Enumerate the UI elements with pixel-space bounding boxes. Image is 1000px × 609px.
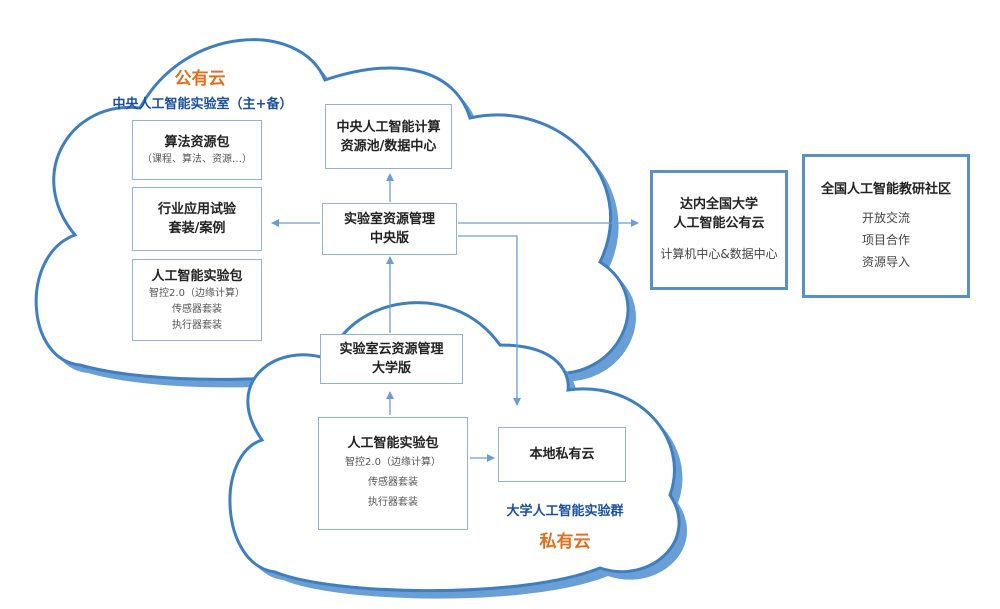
public-ai-lab-pack-item: 智控2.0（边缘计算） bbox=[149, 287, 245, 299]
univ-resource-mgmt-line1: 实验室云资源管理 bbox=[339, 342, 444, 357]
compute-pool-box: 中央人工智能计算 资源池/数据中心 bbox=[325, 104, 452, 169]
community-box: 全国人工智能教研社区 开放交流 项目合作 资源导入 bbox=[802, 154, 970, 298]
community-item: 资源导入 bbox=[861, 254, 910, 269]
community-item: 项目合作 bbox=[861, 232, 910, 247]
national-cloud-detail: 计算机中心&数据中心 bbox=[660, 247, 778, 261]
local-private-cloud-box: 本地私有云 bbox=[498, 427, 626, 482]
local-private-cloud-title: 本地私有云 bbox=[529, 447, 595, 462]
public-ai-lab-pack-item: 执行器套装 bbox=[172, 319, 222, 331]
private-ai-lab-pack-item: 智控2.0（边缘计算） bbox=[345, 457, 441, 468]
private-ai-lab-pack-box: 人工智能实验包 智控2.0（边缘计算） 传感器套装 执行器套装 bbox=[318, 417, 468, 530]
private-cloud-subtitle: 大学人工智能实验群 bbox=[506, 504, 624, 519]
algorithm-pack-box: 算法资源包 （课程、算法、资源…） bbox=[132, 120, 262, 180]
industry-kit-line1: 行业应用试验 bbox=[157, 202, 236, 217]
community-item: 开放交流 bbox=[861, 210, 910, 225]
compute-pool-line2: 资源池/数据中心 bbox=[340, 138, 437, 154]
univ-resource-mgmt-line2: 大学版 bbox=[371, 361, 411, 376]
private-ai-lab-pack-item: 执行器套装 bbox=[368, 497, 418, 508]
public-ai-lab-pack-item: 传感器套装 bbox=[172, 303, 222, 315]
algorithm-pack-detail: （课程、算法、资源…） bbox=[142, 153, 252, 165]
public-cloud-title: 公有云 bbox=[174, 69, 226, 89]
private-cloud-title: 私有云 bbox=[539, 532, 591, 552]
industry-kit-line2: 套装/案例 bbox=[168, 221, 226, 236]
compute-pool-line1: 中央人工智能计算 bbox=[336, 119, 441, 135]
algorithm-pack-title: 算法资源包 bbox=[164, 134, 230, 150]
arrow-central-to-local bbox=[458, 235, 521, 406]
public-cloud-subtitle: 中央人工智能实验室（主+备） bbox=[112, 97, 293, 112]
national-cloud-line2: 人工智能公有云 bbox=[673, 216, 765, 231]
industry-kit-box: 行业应用试验 套装/案例 bbox=[132, 187, 262, 251]
private-ai-lab-pack-title: 人工智能实验包 bbox=[347, 436, 439, 451]
private-ai-lab-pack-item: 传感器套装 bbox=[368, 477, 418, 488]
central-resource-mgmt-line2: 中央版 bbox=[369, 231, 409, 246]
public-ai-lab-pack-box: 人工智能实验包 智控2.0（边缘计算） 传感器套装 执行器套装 bbox=[132, 259, 262, 341]
national-cloud-line1: 达内全国大学 bbox=[679, 197, 758, 212]
central-resource-mgmt-line1: 实验室资源管理 bbox=[343, 212, 435, 227]
community-title: 全国人工智能教研社区 bbox=[820, 181, 951, 197]
public-ai-lab-pack-title: 人工智能实验包 bbox=[151, 268, 243, 284]
central-resource-mgmt-box: 实验室资源管理 中央版 bbox=[322, 203, 457, 255]
national-cloud-box: 达内全国大学 人工智能公有云 计算机中心&数据中心 bbox=[650, 170, 788, 290]
univ-resource-mgmt-box: 实验室云资源管理 大学版 bbox=[320, 334, 463, 384]
